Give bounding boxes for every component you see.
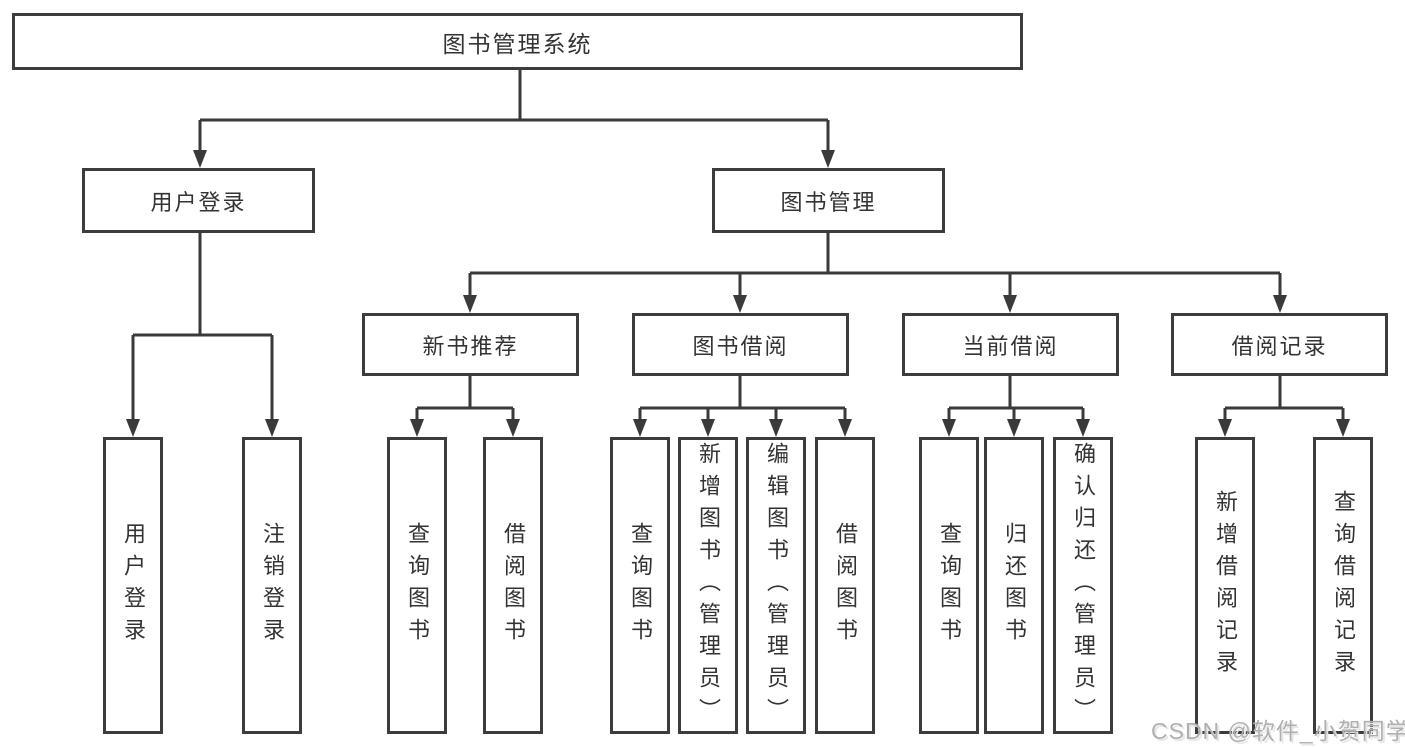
leaf-borrow-books-recommend: 借阅图书 (483, 437, 543, 734)
leaf-query-books-current: 查询图书 (919, 437, 979, 734)
node-book-borrowing: 图书借阅 (632, 313, 849, 376)
node-label: 查询借阅记录 (1331, 489, 1356, 682)
node-borrowing-records: 借阅记录 (1171, 313, 1388, 376)
node-label: 确认归还（管理员） (1071, 441, 1096, 730)
node-user-login: 用户登录 (82, 168, 315, 233)
leaf-logout: 注销登录 (242, 437, 302, 734)
leaf-edit-books-admin: 编辑图书（管理员） (746, 437, 806, 734)
node-label: 新增借阅记录 (1213, 489, 1238, 682)
leaf-add-books-admin: 新增图书（管理员） (678, 437, 738, 734)
node-label: 用户登录 (121, 521, 146, 650)
node-label: 借阅记录 (1231, 333, 1328, 359)
node-label: 当前借阅 (962, 333, 1059, 359)
node-library-management-system: 图书管理系统 (12, 13, 1023, 70)
leaf-query-borrow-record: 查询借阅记录 (1313, 437, 1373, 734)
node-label: 图书管理系统 (442, 30, 593, 57)
node-label: 用户登录 (150, 189, 247, 215)
leaf-confirm-return-admin: 确认归还（管理员） (1053, 437, 1113, 734)
leaf-borrow-books: 借阅图书 (815, 437, 875, 734)
leaf-query-books-borrow: 查询图书 (610, 437, 670, 734)
node-label: 归还图书 (1002, 521, 1027, 650)
node-label: 查询图书 (628, 521, 653, 650)
node-label: 新增图书（管理员） (696, 441, 721, 730)
node-label: 注销登录 (260, 521, 285, 650)
node-current-borrowing: 当前借阅 (902, 313, 1119, 376)
node-label: 新书推荐 (422, 333, 519, 359)
node-book-management: 图书管理 (712, 168, 945, 233)
leaf-return-books: 归还图书 (984, 437, 1044, 734)
node-label: 借阅图书 (833, 521, 858, 650)
leaf-query-books-recommend: 查询图书 (387, 437, 447, 734)
leaf-add-borrow-record: 新增借阅记录 (1195, 437, 1255, 734)
node-new-book-recommend: 新书推荐 (362, 313, 579, 376)
node-label: 编辑图书（管理员） (764, 441, 789, 730)
node-label: 借阅图书 (501, 521, 526, 650)
node-label: 图书管理 (780, 189, 877, 215)
leaf-user-login: 用户登录 (103, 437, 163, 734)
csdn-watermark: CSDN @软件_小贺同学 (1151, 718, 1405, 744)
node-label: 图书借阅 (692, 333, 789, 359)
node-label: 查询图书 (937, 521, 962, 650)
node-label: 查询图书 (405, 521, 430, 650)
